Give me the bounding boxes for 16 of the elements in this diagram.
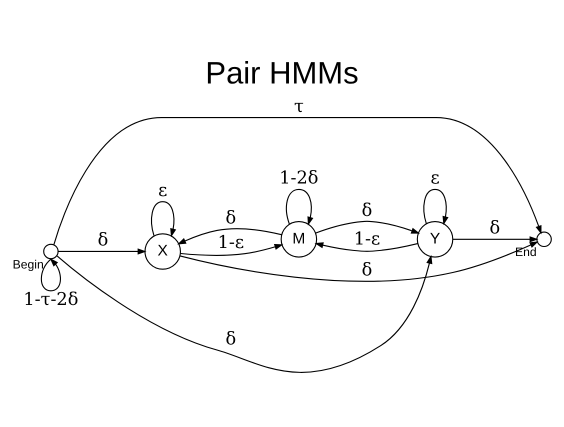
edge-label: δ	[489, 218, 500, 239]
edge-label: 1-τ-2δ	[23, 290, 78, 310]
edge-label: 1-ε	[354, 230, 380, 250]
edge-label: 1-2δ	[279, 168, 318, 189]
edge-label: δ	[362, 200, 372, 221]
edge-label: τ	[294, 96, 304, 117]
edge-label: δ	[362, 260, 372, 281]
edge-label: 1-ε	[218, 232, 244, 253]
edge-label: δ	[225, 329, 236, 350]
edge-label: ε	[430, 168, 440, 189]
edge-label: δ	[98, 230, 108, 251]
edge-label: ε	[158, 180, 168, 201]
node-label: End	[515, 245, 537, 260]
node-label: Begin	[12, 257, 44, 272]
edge-label: δ	[225, 208, 236, 229]
diagram-title: Pair HMMs	[205, 56, 359, 91]
